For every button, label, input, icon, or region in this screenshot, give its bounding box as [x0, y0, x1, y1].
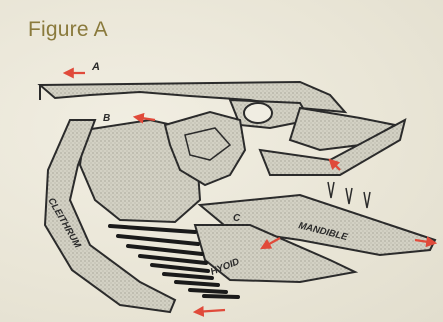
- teeth: [328, 182, 370, 208]
- arrow-b: [135, 117, 155, 120]
- label-c: C: [233, 213, 241, 224]
- label-b: B: [103, 113, 110, 124]
- orbit: [244, 103, 272, 123]
- arrow-bottom: [195, 310, 225, 312]
- label-a: A: [91, 61, 100, 73]
